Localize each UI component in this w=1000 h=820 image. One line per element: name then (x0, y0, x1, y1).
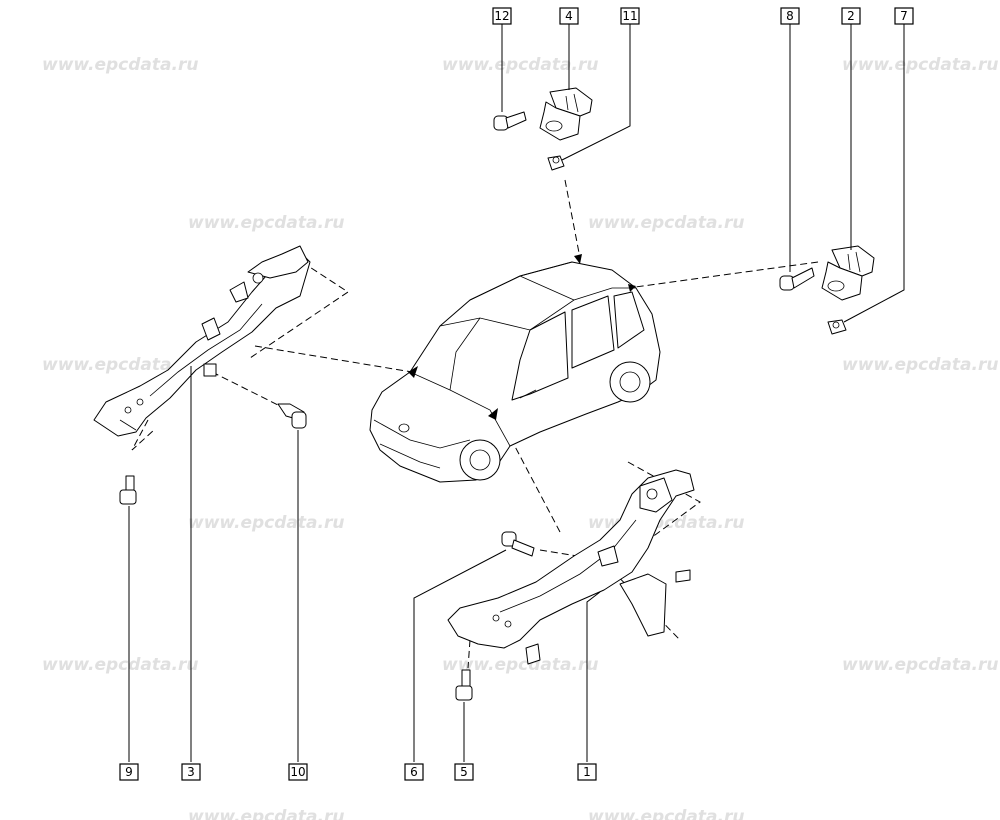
nut-7-icon (827, 319, 847, 335)
bolt-5-icon (455, 669, 473, 701)
watermark: www.epcdata.ru (588, 807, 744, 820)
callout-8: 8 (780, 7, 800, 25)
callout-11: 11 (620, 7, 640, 25)
callout-4-label: 4 (565, 9, 573, 23)
watermark: www.epcdata.ru (42, 355, 198, 375)
callout-1: 1 (577, 763, 597, 781)
watermark: www.epcdata.ru (42, 655, 198, 675)
callout-9-label: 9 (125, 765, 133, 779)
callout-12-label: 12 (494, 9, 509, 23)
leader-lines (128, 24, 905, 762)
callout-7-label: 7 (900, 9, 908, 23)
callout-6-label: 6 (410, 765, 418, 779)
watermark: www.epcdata.ru (188, 513, 344, 533)
bolt-10-icon (277, 403, 307, 429)
callout-2-label: 2 (847, 9, 855, 23)
watermark: www.epcdata.ru (188, 213, 344, 233)
callout-11-label: 11 (622, 9, 637, 23)
callout-3-label: 3 (187, 765, 195, 779)
nut-11-icon (547, 155, 565, 171)
watermark: www.epcdata.ru (188, 807, 344, 820)
watermark: www.epcdata.ru (842, 655, 998, 675)
callout-10-label: 10 (290, 765, 305, 779)
bolt-6-icon (501, 531, 535, 557)
callout-3: 3 (181, 763, 201, 781)
watermark: www.epcdata.ru (42, 55, 198, 75)
watermark: www.epcdata.ru (842, 55, 998, 75)
callout-6: 6 (404, 763, 424, 781)
watermark: www.epcdata.ru (442, 55, 598, 75)
callout-12: 12 (492, 7, 512, 25)
bolt-12-icon (493, 111, 527, 131)
callout-1-label: 1 (583, 765, 591, 779)
callout-7: 7 (894, 7, 914, 25)
callout-9: 9 (119, 763, 139, 781)
watermark: www.epcdata.ru (588, 213, 744, 233)
bolt-8-icon (779, 267, 815, 291)
callout-2: 2 (841, 7, 861, 25)
callout-5-label: 5 (460, 765, 468, 779)
part-2-hinge-bracket (821, 245, 875, 301)
callout-5: 5 (454, 763, 474, 781)
watermark: www.epcdata.ru (842, 355, 998, 375)
part-3-left-hinge-arm (93, 245, 311, 437)
bolt-9-icon (119, 475, 137, 505)
car-illustration (369, 254, 661, 483)
part-1-right-hinge-arm (447, 469, 695, 665)
callout-8-label: 8 (786, 9, 794, 23)
part-4-hinge-bracket (539, 87, 593, 141)
watermark: www.epcdata.ru (442, 655, 598, 675)
callout-4: 4 (559, 7, 579, 25)
callout-10: 10 (288, 763, 308, 781)
